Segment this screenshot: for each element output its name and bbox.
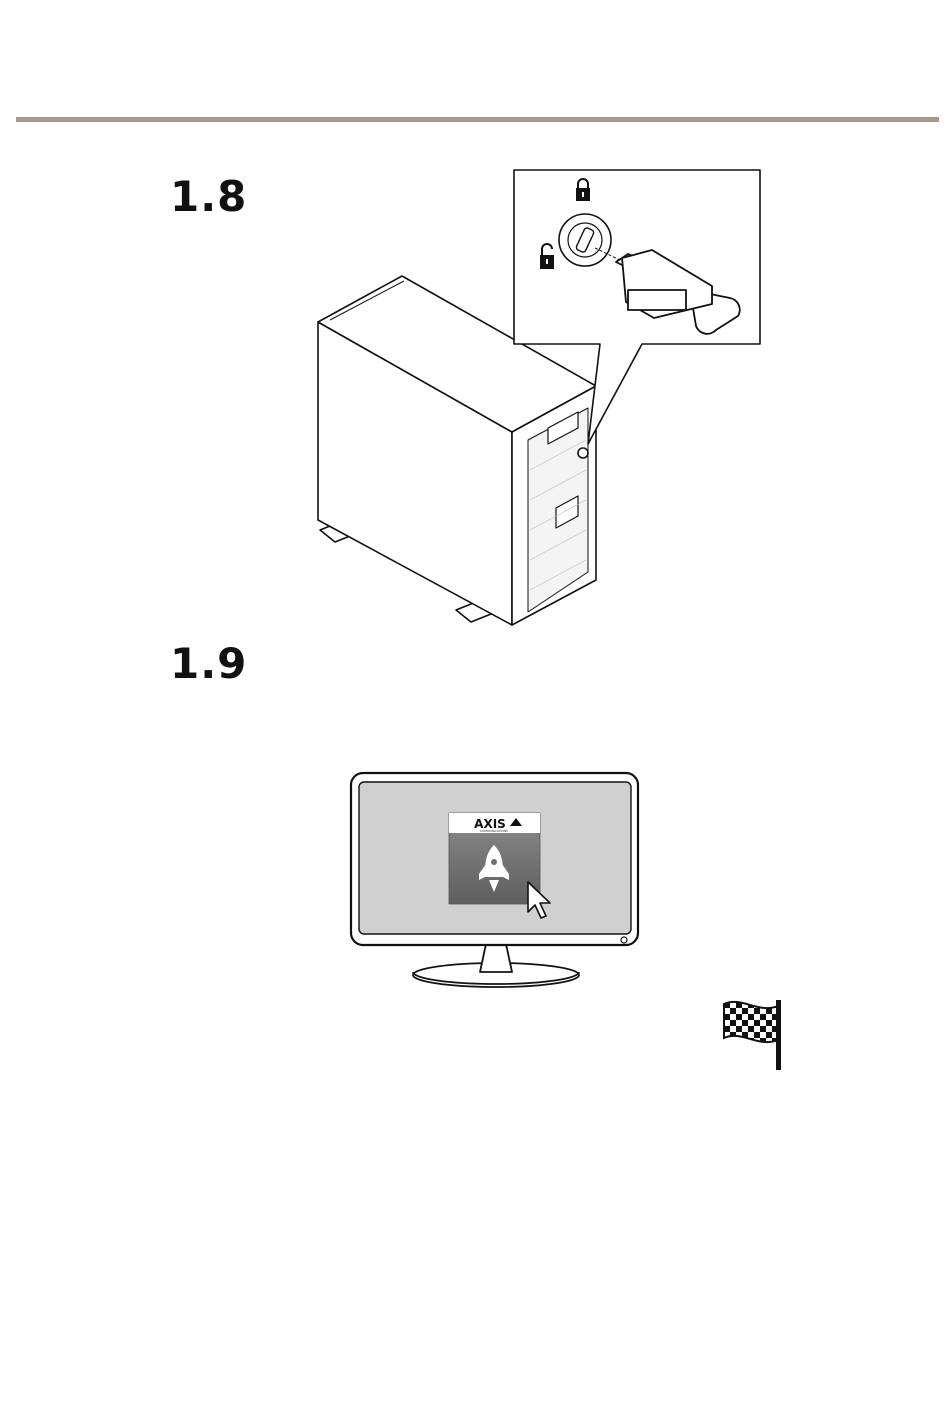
monitor-illustration: AXIS COMMUNICATIONS xyxy=(0,760,950,1000)
server-lock-keyhole xyxy=(578,448,588,458)
axis-brand-subtitle: COMMUNICATIONS xyxy=(480,829,508,833)
axis-app-tile[interactable]: AXIS COMMUNICATIONS xyxy=(449,813,540,904)
monitor-power-led xyxy=(621,937,627,943)
server-lock-illustration xyxy=(0,0,950,700)
monitor-stand-neck xyxy=(480,944,512,972)
finish-flag-icon xyxy=(718,996,788,1072)
